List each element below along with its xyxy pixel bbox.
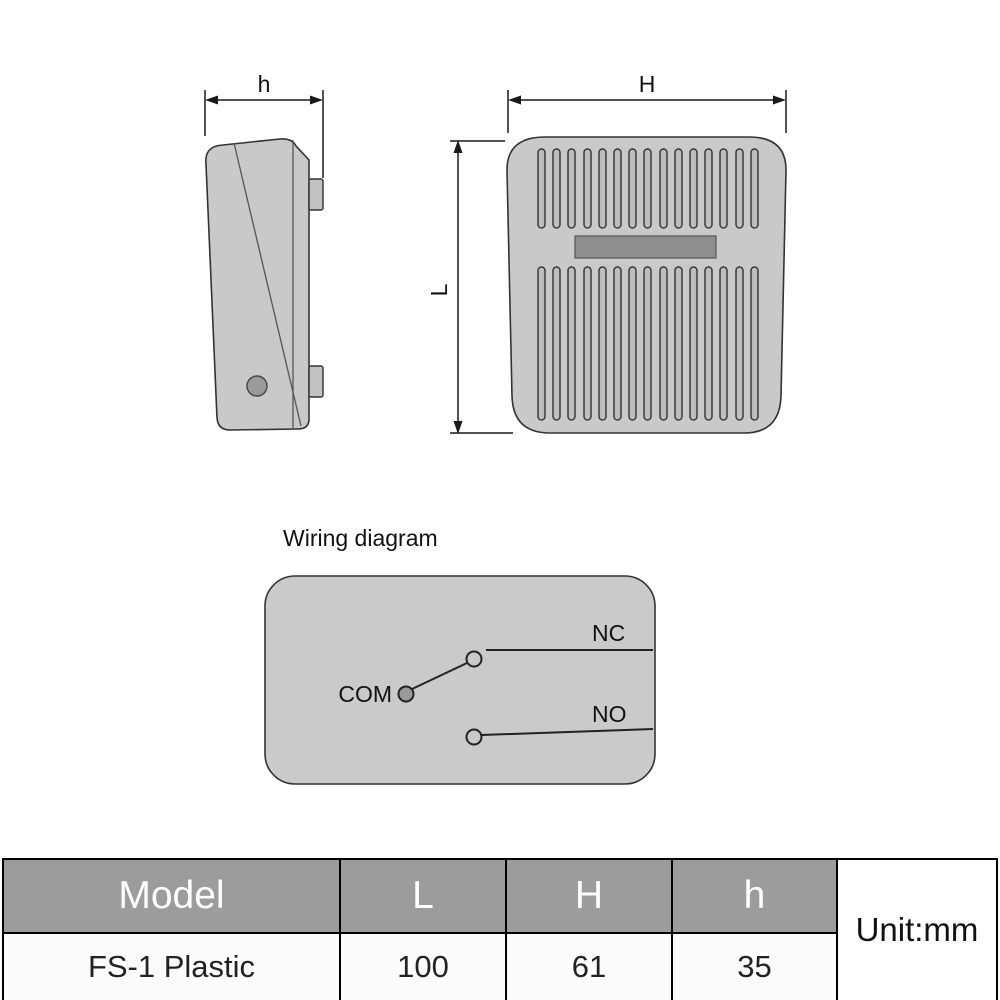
- top-view-drawing: H L: [426, 71, 787, 434]
- no-wire: [481, 728, 654, 736]
- com-lever: [411, 662, 468, 690]
- dim-label-L: L: [426, 283, 452, 296]
- value-l: 100: [339, 932, 507, 1000]
- no-contact: [465, 728, 483, 746]
- dimension-H: [507, 90, 787, 133]
- tread-slots-top: [537, 148, 759, 229]
- arrowhead-top: [453, 140, 463, 153]
- technical-drawing: h H: [204, 71, 787, 785]
- header-h-upper: H: [505, 858, 673, 934]
- spec-table: Model L H h Unit:mm FS-1 Plastic 100 61 …: [2, 858, 998, 1000]
- unit-cell: Unit:mm: [836, 858, 998, 1000]
- header-l: L: [339, 858, 507, 934]
- wiring-diagram: Wiring diagram NC COM NO: [264, 525, 656, 785]
- dimension-h: [204, 90, 324, 178]
- dim-label-H: H: [639, 71, 656, 97]
- arrowhead-left: [205, 95, 218, 105]
- wiring-title: Wiring diagram: [283, 525, 438, 551]
- com-label: COM: [338, 681, 392, 707]
- wiring-box: [264, 575, 656, 785]
- no-label: NO: [592, 701, 627, 727]
- value-h-upper: 61: [505, 932, 673, 1000]
- dimension-L: [450, 140, 513, 434]
- mount-tab-top: [308, 178, 324, 211]
- value-h-lower: 35: [671, 932, 838, 1000]
- switch-schematic: [397, 649, 654, 746]
- header-model: Model: [2, 858, 341, 934]
- spec-table-data-row: FS-1 Plastic 100 61 35: [2, 932, 997, 1000]
- side-view-drawing: h: [204, 71, 324, 431]
- nc-label: NC: [592, 620, 625, 646]
- pedal-surface-line: [233, 142, 302, 427]
- header-h-lower: h: [671, 858, 838, 934]
- nc-contact: [465, 650, 483, 668]
- dim-label-h: h: [258, 71, 271, 97]
- com-contact: [397, 685, 415, 703]
- arrowhead-right: [773, 95, 786, 105]
- hinge-screw: [246, 375, 268, 397]
- label-recess: [574, 235, 717, 259]
- arrowhead-right: [310, 95, 323, 105]
- spec-table-header-row: Model L H h Unit:mm: [2, 858, 998, 1000]
- mount-tab-bottom: [308, 365, 324, 398]
- value-model: FS-1 Plastic: [2, 932, 341, 1000]
- arrowhead-left: [508, 95, 521, 105]
- arrowhead-bottom: [453, 421, 463, 434]
- tread-slots-bottom: [537, 266, 759, 421]
